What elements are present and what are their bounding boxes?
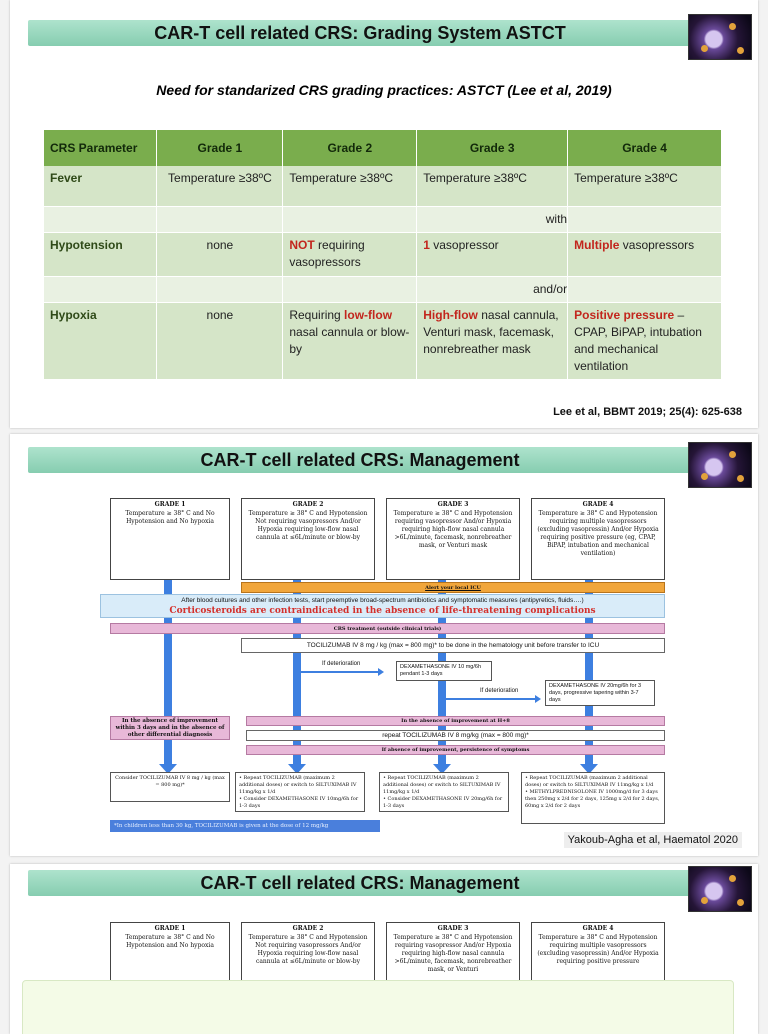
fever-grade-4: Temperature ≥38ºC [567,166,722,207]
crs-treatment-bar: CRS treatment (outside clinical trials) [110,623,665,634]
icu-alert-bar: Alert your local ICU [241,582,665,593]
table-header-row: CRS Parameter Grade 1 Grade 2 Grade 3 Gr… [44,130,722,166]
slide-management: CAR-T cell related CRS: Management GRADE… [10,434,758,856]
deterioration-arrow [301,668,384,676]
hypotension-grade-1: none [156,232,284,277]
dexamethasone-20mg-box: DEXAMETHASONE IV 20mg/6h for 3 days, pro… [545,680,655,706]
persistence-bar: If absence of improvement, persistence o… [246,745,665,755]
hypoxia-grade-1: none [156,302,284,380]
absence-improvement-box: In the absence of improvement within 3 d… [110,716,230,740]
table-row-hypoxia: Hypoxia none Requiring low-flow nasal ca… [44,302,722,380]
slide-title: CAR-T cell related CRS: Management [28,447,692,473]
table-row-fever: Fever Temperature ≥38ºC Temperature ≥38º… [44,166,722,207]
cart-cell-logo-icon [688,442,752,488]
header-grade-2: Grade 2 [282,130,418,166]
param-hypoxia: Hypoxia [44,302,158,380]
param-hypotension: Hypotension [44,232,158,277]
header-crs-parameter: CRS Parameter [44,130,158,166]
overlay-panel [22,980,734,1034]
pediatric-dose-note: *In children less than 30 kg, TOCILIZUMA… [110,820,380,832]
grade2-outcome-box: • Repeat TOCILIZUMAB (maximum 2 addition… [235,772,365,812]
hypotension-grade-4: Multiple vasopressors [567,232,722,277]
dexamethasone-10mg-box: DEXAMETHASONE IV 10 mg/6h pendant 1-3 da… [396,661,492,681]
connector-andor: and/or [416,276,569,303]
hypoxia-grade-3: High-flow nasal cannula, Venturi mask, f… [416,302,569,380]
cart-cell-logo-icon [688,14,752,60]
fever-grade-2: Temperature ≥38ºC [282,166,418,207]
tocilizumab-box: TOCILIZUMAB IV 8 mg / kg (max = 800 mg)*… [241,638,665,653]
header-grade-4: Grade 4 [567,130,722,166]
header-grade-1: Grade 1 [156,130,284,166]
repeat-tocilizumab-box: repeat TOCILIZUMAB IV 8 mg/kg (max = 800… [246,730,665,741]
fever-grade-3: Temperature ≥38ºC [416,166,569,207]
slide-title: CAR-T cell related CRS: Grading System A… [28,20,692,46]
grade1-outcome-box: Consider TOCILIZUMAB IV 8 mg / kg (max =… [110,772,230,802]
reference-citation: Yakoub-Agha et al, Haematol 2020 [563,832,742,848]
param-fever: Fever [44,166,158,207]
grade3-outcome-box: • Repeat TOCILIZUMAB (maximum 2 addition… [379,772,509,812]
table-row-with: with [44,206,722,233]
grade1-flow-line [164,578,172,766]
infection-workup-box: After blood cultures and other infection… [100,594,665,618]
table-row-andor: and/or [44,276,722,303]
slide-management-repeat: CAR-T cell related CRS: Management GRADE… [10,864,758,1034]
grade4-flow-line [585,578,593,766]
slide-title: CAR-T cell related CRS: Management [28,870,692,896]
reference-citation: Lee et al, BBMT 2019; 25(4): 625-638 [553,406,742,418]
table-row-hypotension: Hypotension none NOT requiring vasopress… [44,232,722,277]
grade4-outcome-box: • Repeat TOCILIZUMAB (maximum 2 addition… [521,772,665,824]
connector-with: with [416,206,569,233]
absence-h8-bar: In the absence of improvement at H+8 [246,716,665,726]
hypotension-grade-2: NOT requiring vasopressors [282,232,418,277]
steroid-warning: Corticosteroids are contraindicated in t… [169,606,596,616]
slide-subtitle: Need for standarized CRS grading practic… [156,82,612,98]
if-deterioration-label-2: If deterioration [480,688,519,694]
hypotension-grade-3: 1 vasopressor [416,232,569,277]
slide-grading-system: CAR-T cell related CRS: Grading System A… [10,0,758,428]
hypoxia-grade-4: Positive pressure – CPAP, BiPAP, intubat… [567,302,722,380]
deterioration-arrow-2 [446,695,541,703]
if-deterioration-label: If deterioration [322,661,361,667]
fever-grade-1: Temperature ≥38ºC [156,166,284,207]
cart-cell-logo-icon [688,866,752,912]
hypoxia-grade-2: Requiring low-flow nasal cannula or blow… [282,302,418,380]
crs-grading-table: CRS Parameter Grade 1 Grade 2 Grade 3 Gr… [44,130,722,380]
header-grade-3: Grade 3 [416,130,569,166]
grade2-flow-line [293,578,301,766]
